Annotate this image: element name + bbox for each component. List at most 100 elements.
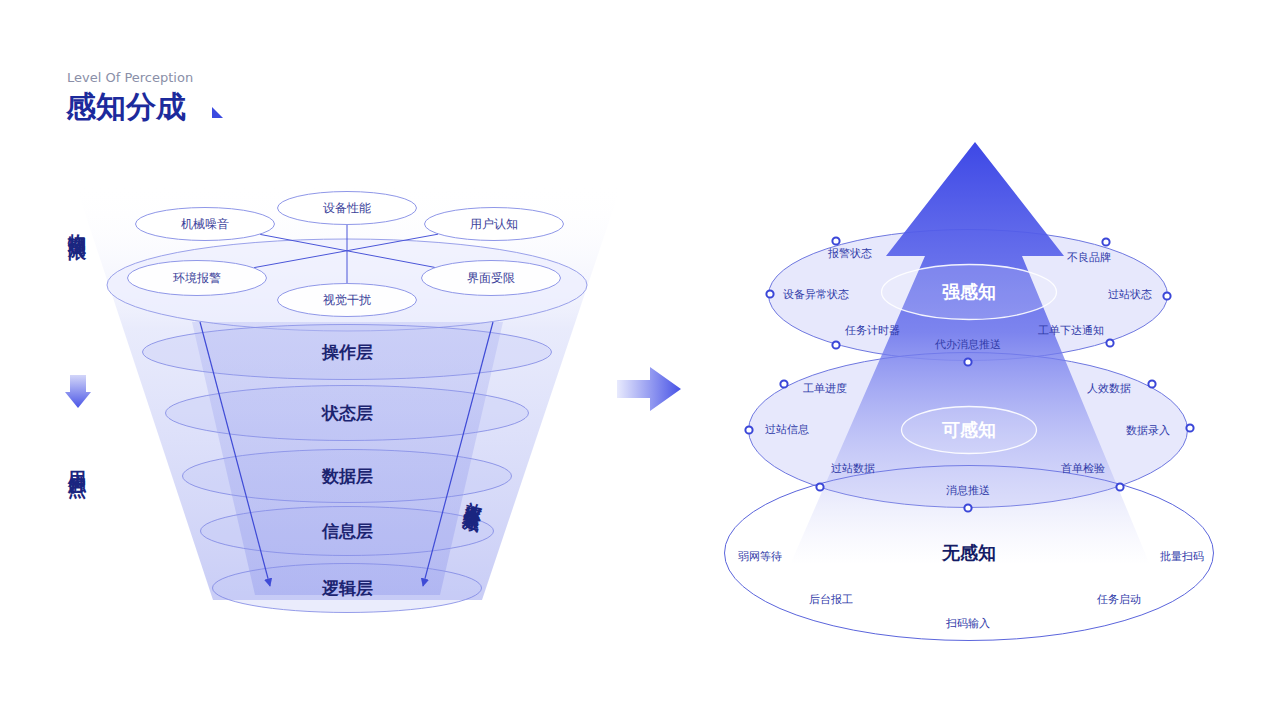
ring-item: 报警状态 <box>828 247 872 260</box>
ellipse-shape <box>128 261 267 296</box>
factor-ellipse: 用户认知 <box>424 207 564 241</box>
text-box: 机械噪音 <box>135 207 275 241</box>
anchor-dot <box>816 483 823 490</box>
ring-item: 首单检验 <box>1061 462 1105 475</box>
ellipse-shape <box>725 466 1214 641</box>
node-text: 信息层 <box>322 521 373 541</box>
node-text: 强感知 <box>942 281 996 303</box>
node-text: 数据层 <box>322 466 373 486</box>
anchor-dot <box>832 341 839 348</box>
physical-limit-ring <box>107 239 587 331</box>
text-box: 状态层 <box>165 385 529 441</box>
text-box: 强感知 <box>881 264 1057 320</box>
perception-ring: 报警状态不良品牌设备异常状态过站状态任务计时器工单下达通知代办消息推送强感知 <box>768 229 1168 361</box>
level-name: 无感知 <box>942 542 996 564</box>
text-box: 逻辑层 <box>212 563 482 613</box>
connector-line <box>260 234 434 267</box>
level-badge: 强感知 <box>881 264 1057 320</box>
anchor-dot <box>780 380 787 387</box>
text-box: 用户认知 <box>424 207 564 241</box>
ring-item: 工单下达通知 <box>1038 324 1104 337</box>
ring-item: 过站信息 <box>765 423 809 436</box>
layer-band: 信息层 <box>200 506 494 556</box>
factor-ellipse: 界面受限 <box>421 260 561 296</box>
ring-item: 弱网等待 <box>738 550 782 563</box>
ring-item: 任务启动 <box>1097 593 1141 606</box>
node-text: 设备性能 <box>323 201 371 215</box>
factor-ellipse: 机械噪音 <box>135 207 275 241</box>
ring-item: 后台报工 <box>809 593 853 606</box>
node-text: 环境报警 <box>173 271 221 285</box>
text-box: 信息层 <box>200 506 494 556</box>
ring-item: 过站状态 <box>1108 288 1152 301</box>
ring-item: 过站数据 <box>831 462 875 475</box>
ellipse-shape <box>166 386 529 441</box>
ring-item: 任务计时器 <box>845 324 900 337</box>
text-box: 视觉干扰 <box>277 283 417 317</box>
text-box: 操作层 <box>142 324 552 380</box>
ring-item: 不良品牌 <box>1067 251 1111 264</box>
anchor-dot <box>1186 424 1193 431</box>
anchor-dot <box>1148 380 1155 387</box>
anchor-dot <box>964 504 971 511</box>
funnel-body <box>75 183 622 600</box>
diagram-title: 感知分成 <box>66 88 186 126</box>
ring-item: 工单进度 <box>803 382 847 395</box>
ellipse-shape <box>143 325 552 380</box>
text-box: 设备性能 <box>277 191 417 225</box>
text-box: 可感知 <box>901 406 1037 454</box>
down-arrow <box>65 375 91 408</box>
text-box: 界面受限 <box>421 260 561 296</box>
node-text: 操作层 <box>322 342 373 362</box>
anchor-dot <box>832 237 839 244</box>
layer-band: 逻辑层 <box>212 563 482 613</box>
subtitle: Level Of Perception <box>67 70 193 86</box>
ellipse-shape <box>769 230 1168 361</box>
transition-arrow <box>617 367 681 411</box>
ellipse-shape <box>136 208 275 241</box>
layer-band: 数据层 <box>182 449 512 503</box>
ring-item: 代办消息推送 <box>935 338 1001 351</box>
node-text: 视觉干扰 <box>323 293 371 307</box>
ellipse-shape <box>278 284 417 317</box>
anchor-dot <box>745 426 752 433</box>
ellipse-shape <box>882 265 1057 320</box>
ellipse-shape <box>201 507 494 556</box>
ring-item: 人效数据 <box>1087 382 1131 395</box>
text-box: 数据层 <box>182 449 512 503</box>
layer-band: 操作层 <box>142 324 552 380</box>
perception-ring: 无感知 弱网等待 批量扫码后台报工 任务启动扫码输入 <box>724 465 1214 641</box>
perception-ring: 工单进度 人效数据过站信息 数据录入过站数据 首单检验消息推送 可感知 <box>748 352 1188 508</box>
ring-item: 扫码输入 <box>946 617 990 630</box>
connector-line <box>254 234 438 267</box>
factor-ellipse: 设备性能 <box>277 191 417 225</box>
connector-line <box>347 225 348 283</box>
ellipse-shape <box>422 261 561 296</box>
side-label: 用户触点 <box>66 456 88 468</box>
anchor-dot <box>1102 238 1109 245</box>
factor-ellipse: 环境报警 <box>127 260 267 296</box>
anchor-dot <box>964 358 971 365</box>
anchor-dot <box>1106 339 1113 346</box>
layer-band: 状态层 <box>165 385 529 441</box>
side-label: 物理局限 <box>66 220 88 232</box>
anchor-dot <box>1116 483 1123 490</box>
ellipse-shape <box>213 564 482 613</box>
ellipse-shape <box>902 407 1037 454</box>
title-mark <box>212 107 223 118</box>
node-text: 逻辑层 <box>322 578 373 598</box>
text-box: 环境报警 <box>127 260 267 296</box>
node-text: 界面受限 <box>467 271 515 285</box>
ring-item: 消息推送 <box>946 484 990 497</box>
ellipse-shape <box>183 450 512 503</box>
node-text: 用户认知 <box>470 217 518 231</box>
ellipse-shape <box>425 208 564 241</box>
factor-ellipse: 视觉干扰 <box>277 283 417 317</box>
level-badge: 可感知 <box>901 406 1037 454</box>
anchor-dot <box>1163 292 1170 299</box>
ring-item: 数据录入 <box>1126 424 1170 437</box>
node-text: 状态层 <box>322 403 373 423</box>
node-text: 可感知 <box>942 419 996 441</box>
ring-item: 批量扫码 <box>1160 550 1204 563</box>
anchor-dot <box>766 290 773 297</box>
